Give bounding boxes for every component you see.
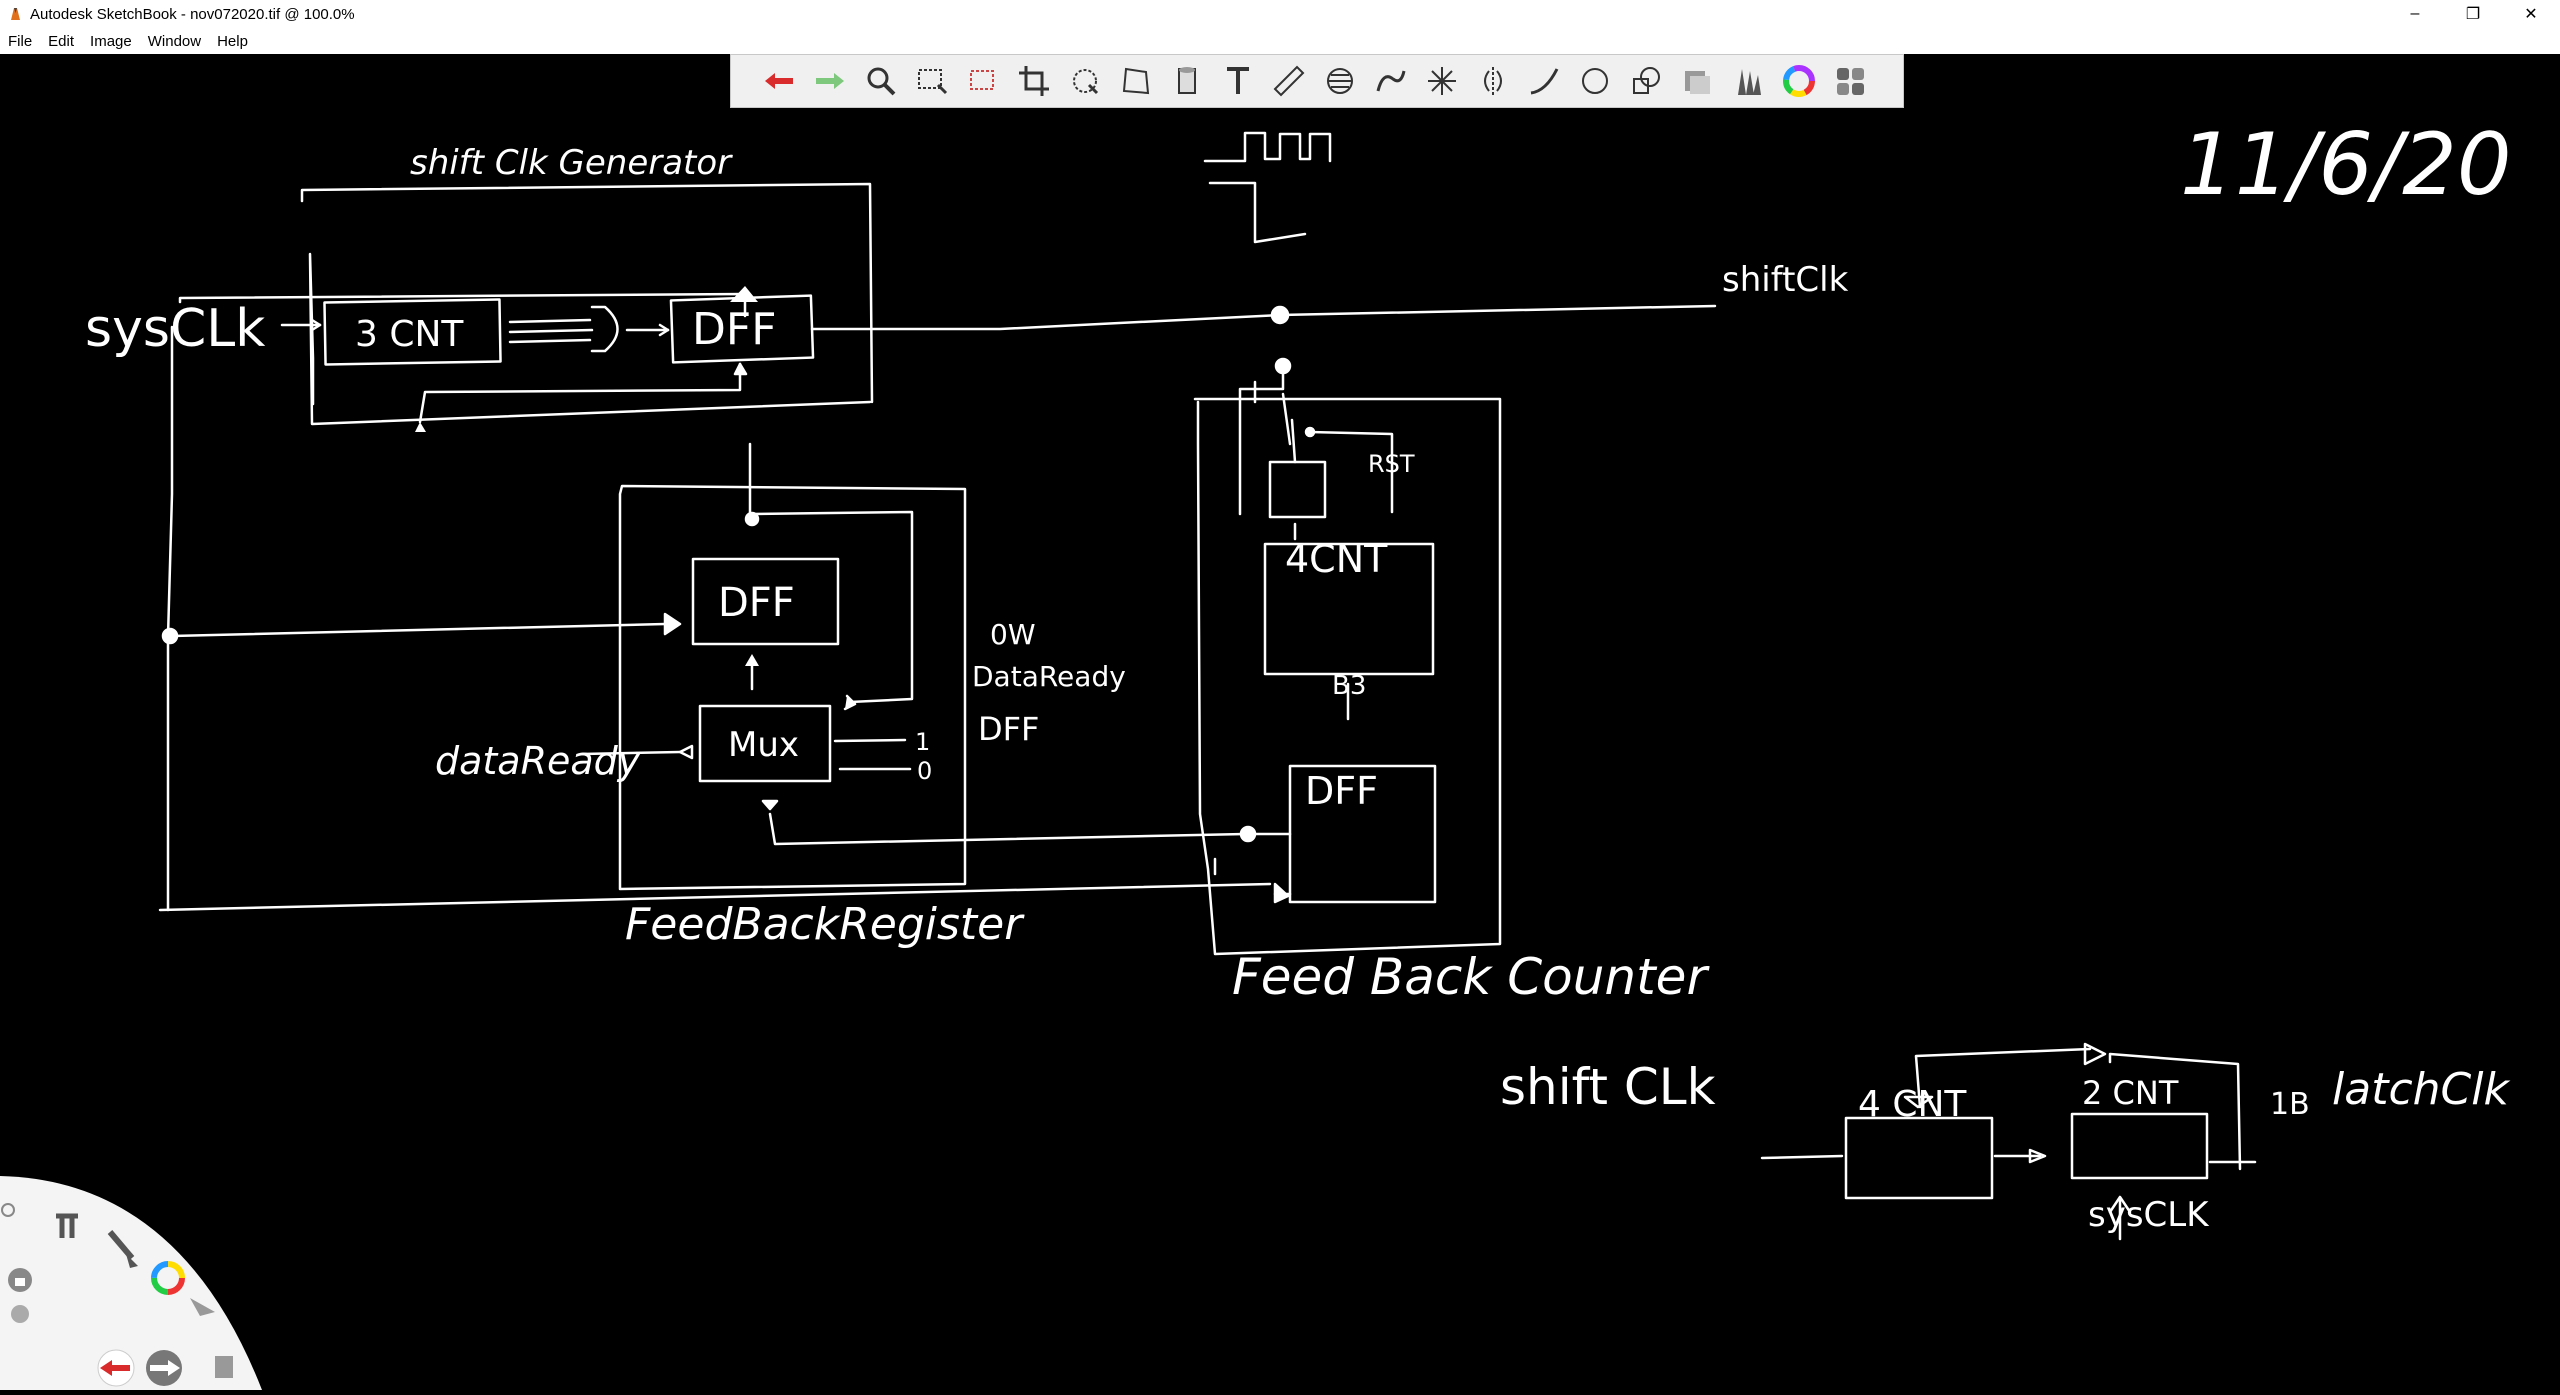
label-shiftclk-bottom: shift CLk [1500,1058,1716,1116]
restore-button[interactable]: ❐ [2465,6,2481,23]
menu-bar: File Edit Image Window Help [0,28,2560,54]
menu-edit[interactable]: Edit [48,32,75,50]
menu-help[interactable]: Help [217,32,248,50]
label-b-output: 1B [2270,1087,2310,1122]
drawing-canvas[interactable]: 11/6/20 shift Clk Generator sysCLk 3 CNT… [0,54,2560,1390]
ellipse-guide-button[interactable] [1314,56,1365,106]
dot-icon[interactable] [11,1305,29,1323]
stroke-icon [1530,68,1558,95]
brushes-button[interactable] [1722,56,1773,106]
label-note-2: DataReady [972,660,1126,693]
zoom-icon [867,67,895,96]
ruler-button[interactable] [1263,56,1314,106]
text-icon [1226,67,1249,94]
label-note-1: 0W [990,618,1036,651]
toolbox-icon[interactable] [56,1213,78,1238]
stroke-button[interactable] [1518,56,1569,106]
window-controls: – ❐ ✕ [2386,0,2560,28]
window-title: Autodesk SketchBook - nov072020.tif @ 10… [30,5,355,23]
copy-icon[interactable] [215,1356,233,1378]
label-b3: B3 [1332,671,1366,701]
perspective-icon [1427,67,1456,95]
label-sysclk-bottom: sysCLK [2088,1195,2210,1235]
ellipse-guide-icon [1326,68,1353,94]
label-shift-clk-generator: shift Clk Generator [410,143,733,183]
shapes-button[interactable] [1620,56,1671,106]
label-feedback-register: FeedBackRegister [625,899,1025,950]
layers-button[interactable] [1671,56,1722,106]
color-wheel-icon[interactable] [151,1261,185,1295]
lasso-select-button[interactable] [957,56,1008,106]
fill-icon [1177,67,1196,94]
undo-icon[interactable] [97,1349,135,1387]
fill-button[interactable] [1161,56,1212,106]
label-mux-in0: 0 [917,757,932,785]
french-curve-icon [1376,70,1405,92]
label-4cnt-top: 4CNT [1285,537,1388,581]
label-4cnt-bottom: 4 CNT [1858,1084,1967,1125]
main-toolbar [730,54,1904,108]
rect-select-button[interactable] [906,56,957,106]
label-note-3: DFF [978,710,1039,748]
close-button[interactable]: ✕ [2524,6,2538,23]
label-feedback-counter: Feed Back Counter [1232,948,1710,1006]
sketchbook-app-icon [11,8,20,20]
crop-button[interactable] [1008,56,1059,106]
redo-icon[interactable] [146,1350,182,1386]
crop-icon [1018,66,1049,96]
label-rst: RST [1368,450,1415,478]
undo-button[interactable] [753,56,804,106]
circle-button[interactable] [1569,56,1620,106]
rect-select-icon [917,69,947,95]
sketch-drawing: 11/6/20 shift Clk Generator sysCLk 3 CNT… [85,115,2512,1241]
symmetry-button[interactable] [1467,56,1518,106]
lagoon-menu [0,1176,262,1390]
select-icon[interactable] [190,1298,215,1316]
label-dff-mid: DFF [718,580,795,626]
copic-library-button[interactable] [1824,56,1875,106]
color-wheel-button[interactable] [1773,56,1824,106]
label-dff-top: DFF [692,304,777,355]
label-3cnt: 3 CNT [355,314,464,355]
menu-image[interactable]: Image [90,32,132,50]
menu-window[interactable]: Window [147,32,202,50]
label-shiftclk-right: shiftClk [1722,260,1849,300]
label-dff-counter: DFF [1305,769,1378,813]
label-sysclk-left: sysCLk [85,299,265,359]
label-latchclk: latchClk [2332,1064,2510,1115]
transform-button[interactable] [1059,56,1110,106]
label-dataready-left: dataReady [435,739,641,783]
distort-icon [1122,67,1149,95]
title-bar: Autodesk SketchBook - nov072020.tif @ 10… [0,0,2560,28]
copic-library-icon [1836,68,1864,95]
label-mux: Mux [728,725,799,765]
sketch-date: 11/6/20 [2180,115,2512,215]
label-2cnt-bottom: 2 CNT [2082,1074,2179,1112]
ruler-icon [1273,65,1304,97]
undo-icon [764,73,793,89]
perspective-button[interactable] [1416,56,1467,106]
label-mux-in1: 1 [915,728,930,756]
text-button[interactable] [1212,56,1263,106]
symmetry-icon [1483,67,1502,95]
shapes-icon [1632,67,1660,94]
distort-button[interactable] [1110,56,1161,106]
circle-icon [1581,68,1608,94]
menu-file[interactable]: File [8,32,33,50]
color-wheel-icon [1782,65,1815,97]
lasso-select-icon [969,70,994,90]
minimize-button[interactable]: – [2410,5,2420,22]
brushes-icon [1737,69,1761,95]
zoom-button[interactable] [855,56,906,106]
brush-icon[interactable] [107,1230,138,1268]
lock-icon[interactable] [8,1268,32,1292]
settings-icon[interactable] [1,1203,15,1217]
transform-icon [1072,69,1098,95]
french-curve-button[interactable] [1365,56,1416,106]
redo-button[interactable] [804,56,855,106]
layers-icon [1684,71,1710,94]
redo-icon [815,73,844,89]
